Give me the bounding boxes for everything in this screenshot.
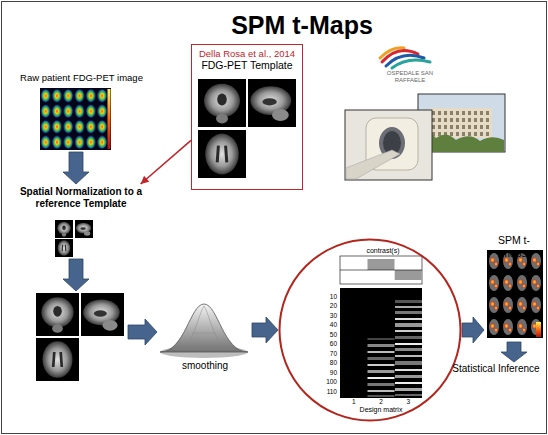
template-box: Della Rosa et al., 2014FDG-PET Template — [191, 44, 303, 190]
logo-text: OSPEDALE SAN RAFFAELE — [384, 70, 436, 84]
design-matrix-ellipse: contrast(s) 10 20 30 40 50 60 70 80 90 100 110 1 2 3De… — [278, 238, 462, 422]
normalization-step: Spatial Normalization to a reference Tem… — [10, 184, 152, 258]
scanner-photo — [345, 110, 432, 180]
arrow-head — [141, 176, 150, 184]
block-arrow — [252, 317, 278, 343]
inference-step: Statistical Inference — [448, 362, 544, 380]
block-arrow — [63, 259, 157, 345]
template-box-text: Della Rosa et al., 2014 — [195, 48, 299, 59]
normalized-brain — [36, 293, 124, 381]
small-template — [55, 220, 93, 257]
arrow-line — [141, 140, 191, 184]
image-step: Raw patient FDG-PET image — [14, 70, 149, 152]
smoothing-step-text: smoothing — [160, 360, 250, 372]
normalization-step-text: Spatial Normalization to a reference Tem… — [12, 186, 150, 210]
reference-arrow — [141, 140, 191, 184]
block-arrow — [252, 317, 278, 343]
row-tick: 90 — [330, 370, 337, 377]
slide-title: SPM t-Maps — [202, 10, 402, 40]
template-box-text: FDG-PET Template — [195, 59, 299, 72]
row-tick: 100 — [326, 379, 337, 386]
hospital-logo — [380, 48, 430, 68]
block-arrow — [462, 317, 484, 343]
column-tick: 2 — [379, 399, 383, 406]
block-arrow — [63, 152, 89, 184]
block-arrow — [501, 342, 527, 362]
design-matrix — [340, 256, 422, 398]
contrast-label: contrast(s) — [366, 247, 399, 254]
row-tick: 20 — [330, 303, 337, 310]
column-tick: 3 — [406, 399, 410, 406]
column-tick: 1 — [352, 399, 356, 406]
ellipse-outline — [278, 238, 462, 422]
row-tick: 10 — [330, 294, 337, 301]
block-arrow — [462, 317, 484, 343]
row-tick: 110 — [327, 389, 337, 396]
row-tick: 30 — [330, 313, 337, 320]
row-tick: 80 — [330, 360, 337, 367]
smoothing-step: smoothing — [158, 298, 252, 374]
raw-pet-image — [40, 88, 111, 150]
row-tick: 70 — [330, 351, 337, 358]
ellipse-outline — [280, 240, 461, 421]
t-map-image — [487, 250, 543, 338]
row-tick: 40 — [330, 322, 337, 329]
inference-step-text: Statistical Inference — [449, 363, 543, 375]
row-tick: 50 — [330, 332, 337, 339]
row-tick: 60 — [330, 341, 337, 348]
t-map-step-text: SPM t-maps — [486, 234, 542, 259]
block-arrow — [63, 152, 89, 184]
t-map-step: SPM t-maps — [484, 232, 544, 342]
gaussian-kernel — [160, 304, 248, 358]
reference-template — [198, 79, 296, 178]
axis-title: Design matrix — [360, 406, 403, 413]
block-arrow — [501, 342, 527, 362]
image-step-text: Raw patient FDG-PET image — [16, 72, 147, 83]
